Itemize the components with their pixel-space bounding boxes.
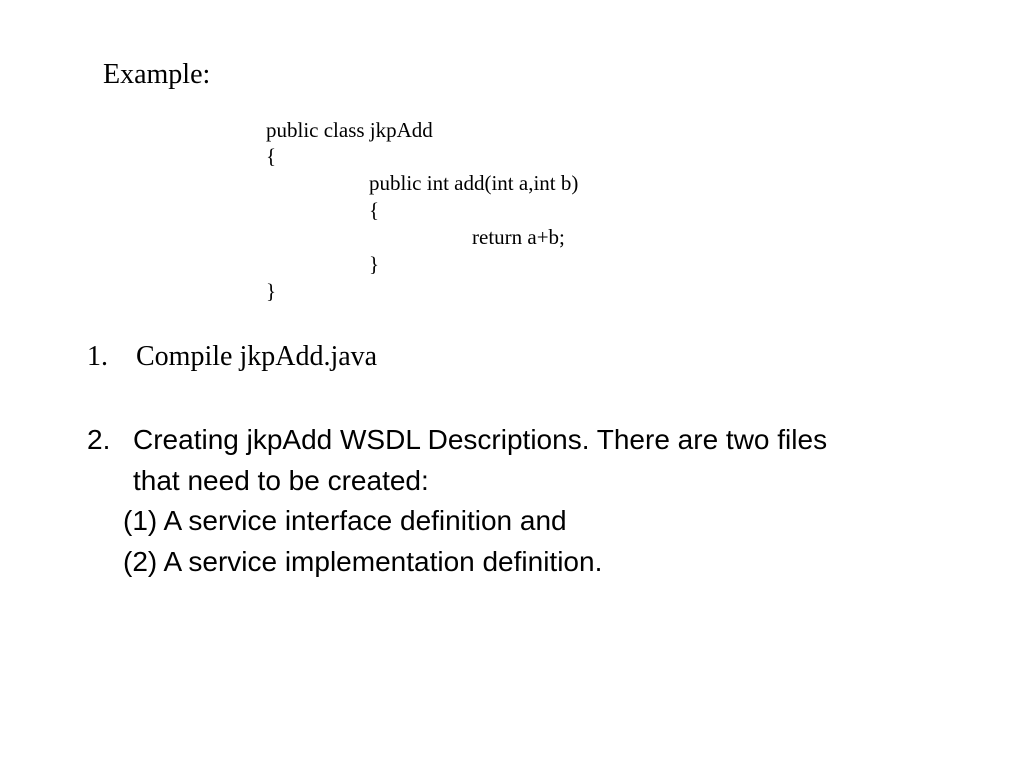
step-2-number: 2. [87, 424, 111, 455]
code-line-method-declaration: public int add(int a,int b) [369, 171, 579, 195]
step-2-text-line-1: Creating jkpAdd WSDL Descriptions. There… [133, 424, 828, 455]
step-1-text: Compile jkpAdd.java [136, 341, 378, 372]
code-line-return-statement: return a+b; [472, 225, 565, 249]
example-heading: Example: [103, 59, 211, 90]
step-1-number: 1. [87, 341, 108, 372]
code-line-class-close-brace: } [266, 279, 277, 303]
code-line-class-open-brace: { [266, 144, 277, 168]
code-line-method-close-brace: } [369, 252, 380, 276]
code-line-method-open-brace: { [369, 198, 380, 222]
step-2-text-line-2: that need to be created: [133, 465, 429, 496]
step-2-item-1: (1) A service interface definition and [123, 505, 567, 536]
step-2-item-2: (2) A service implementation definition. [123, 546, 603, 577]
code-line-class-declaration: public class jkpAdd [266, 118, 433, 142]
